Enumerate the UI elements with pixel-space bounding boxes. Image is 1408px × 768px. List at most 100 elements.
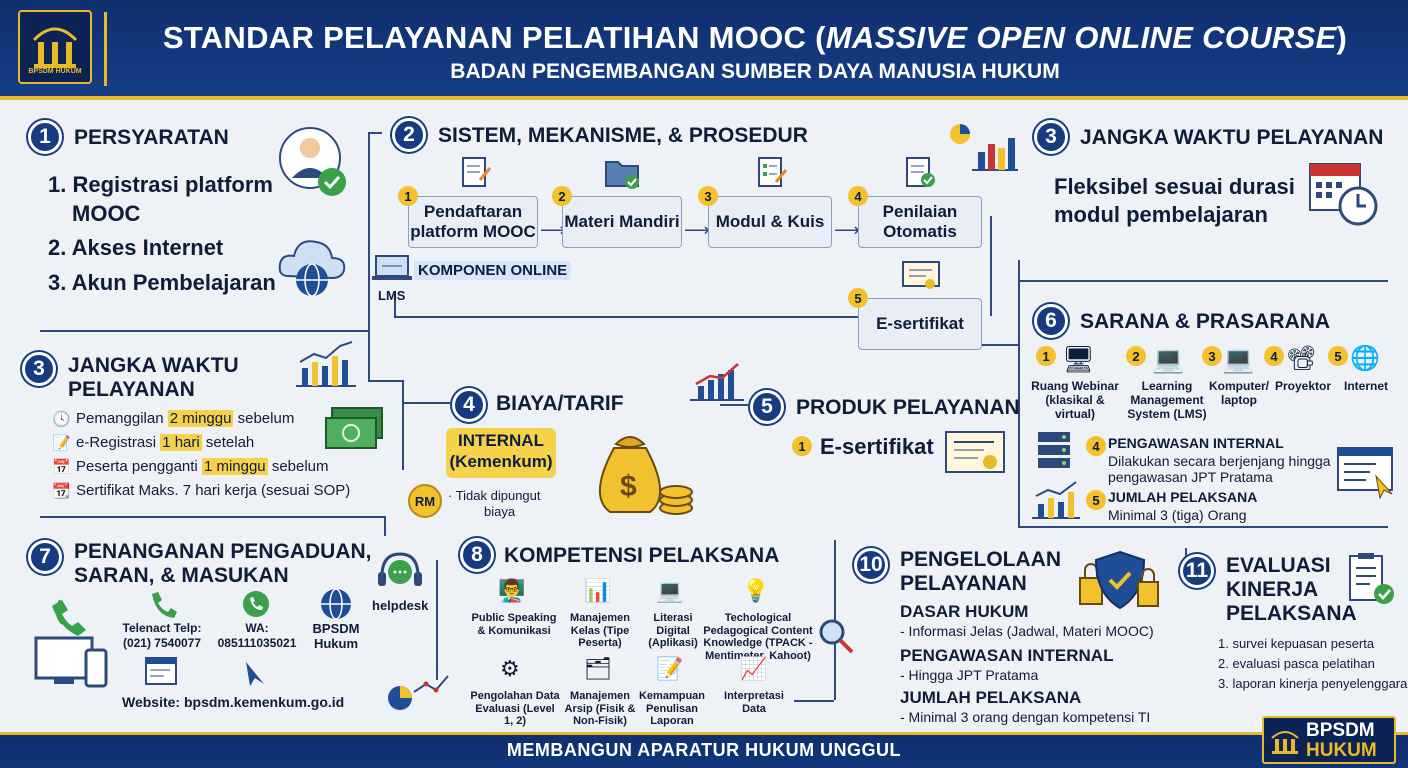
step-box: Materi Mandiri xyxy=(562,196,682,248)
section-5-badge: 5 xyxy=(750,390,784,424)
phone-icon xyxy=(152,592,177,618)
globe-icon xyxy=(321,588,351,620)
folder-check-icon xyxy=(605,161,639,189)
highlight: 1 minggu xyxy=(201,458,268,475)
section-10-title-line2: PELAYANAN xyxy=(900,572,1027,595)
lms-label: LMS xyxy=(378,288,406,303)
step-number: 5 xyxy=(848,288,868,308)
connector-line xyxy=(368,132,370,382)
section-11-title-line3: PELAKSANA xyxy=(1226,602,1357,625)
legal-basis-desc: - Informasi Jelas (Jadwal, Materi MOOC) xyxy=(900,623,1154,639)
helpdesk-label: helpdesk xyxy=(372,598,429,613)
projector-icon: 📽 xyxy=(1286,345,1317,372)
title-italic: MASSIVE OPEN ONLINE COURSE xyxy=(825,20,1337,55)
section-11-badge: 11 xyxy=(1180,554,1214,588)
globe-icon: 🌐 xyxy=(1350,345,1380,372)
pie-bar-chart-icon xyxy=(950,124,1018,171)
section-1-title: PERSYARATAN xyxy=(74,126,229,149)
speaker-icon: 👨‍🏫 xyxy=(498,578,526,603)
archive-icon: 🗂 xyxy=(584,656,612,681)
bpsdm-label: BPSDM xyxy=(312,621,360,636)
text: Peserta pengganti xyxy=(76,458,202,475)
facility-number: 3 xyxy=(1202,346,1222,366)
bar-arrow-chart-icon xyxy=(690,363,744,401)
whatsapp-icon xyxy=(243,591,269,617)
calendar-icon: 📅 xyxy=(52,459,71,476)
devices-phone-icon xyxy=(34,599,108,688)
digital-literacy-icon: 💻 xyxy=(656,578,684,603)
section-1-badge: 1 xyxy=(28,120,62,154)
svg-text:$: $ xyxy=(620,470,637,503)
competency-label: Kemampuan Penulisan Laporan xyxy=(638,690,706,728)
requirement-item: 2. Akses Internet xyxy=(48,235,224,260)
wa-label: WA: xyxy=(245,621,269,635)
footer-slogan: MEMBANGUN APARATUR HUKUM UNGGUL xyxy=(506,740,902,760)
page-subtitle: BADAN PENGEMBANGAN SUMBER DAYA MANUSIA H… xyxy=(450,60,1060,83)
section-11-title-line1: EVALUASI xyxy=(1226,554,1331,577)
highlight: 2 minggu xyxy=(167,410,234,427)
fee-note-line1: · Tidak dipungut xyxy=(448,488,541,503)
duration-text: Fleksibel sesuai durasi xyxy=(1054,174,1295,199)
laptop-icon: 💻 xyxy=(1222,344,1255,374)
arrow-right-icon: ⟶ xyxy=(834,220,860,240)
certificate-icon xyxy=(902,261,940,289)
text: sebelum xyxy=(233,410,295,427)
text: Pemanggilan xyxy=(76,410,168,427)
oversight-desc: - Hingga JPT Pratama xyxy=(900,667,1039,683)
section-8-title: KOMPETENSI PELAKSANA xyxy=(504,544,780,567)
text: setelah xyxy=(201,434,255,451)
quiz-document-icon xyxy=(758,157,788,187)
footer-logo-line1: BPSDM xyxy=(1306,720,1375,741)
fee-note-line2: biaya xyxy=(484,504,516,519)
classroom-icon: 📊 xyxy=(584,578,612,603)
connector-line xyxy=(40,516,385,518)
section-2-badge: 2 xyxy=(392,118,426,152)
competency-label: Manajemen Arsip (Fisik & Non-Fisik) xyxy=(564,690,636,728)
website-link[interactable]: Website: bpsdm.kemenkum.go.id xyxy=(122,694,345,710)
facility-number: 4 xyxy=(1264,346,1284,366)
duration-text: modul pembelajaran xyxy=(1054,202,1268,227)
step-label: Pendaftaran platform MOOC xyxy=(410,201,536,241)
connector-line xyxy=(394,294,396,316)
facility-label: Learning Management System (LMS) xyxy=(1127,379,1207,421)
laptop-lms-icon xyxy=(372,255,412,280)
arrow-right-icon: ⟶ xyxy=(684,220,710,240)
step-label: Materi Mandiri xyxy=(564,211,680,231)
executor-desc: - Minimal 3 orang dengan kompetensi TI xyxy=(900,709,1151,725)
section-4-badge: 4 xyxy=(452,388,486,422)
bpsdm-logo: BPSDM HUKUM xyxy=(18,10,92,84)
data-processing-icon: ⚙ xyxy=(500,656,520,681)
competency-label: Public Speaking & Komunikasi xyxy=(471,612,557,637)
executor-title: JUMLAH PELAKSANA xyxy=(900,688,1082,707)
lms-laptop-icon: 💻 xyxy=(1152,344,1185,374)
step-label: Modul & Kuis xyxy=(715,211,825,231)
section-7-title-line2: SARAN, & MASUKAN xyxy=(74,564,289,587)
step-number: 1 xyxy=(398,186,418,206)
section-2-title: SISTEM, MEKANISME, & PROSEDUR xyxy=(438,124,808,147)
cloud-internet-icon xyxy=(278,240,346,297)
evaluation-item: 3. laporan kinerja penyelenggara xyxy=(1218,676,1408,691)
section-3b-badge: 3 xyxy=(22,352,56,386)
footer-logo xyxy=(1262,716,1396,764)
clock-icon: 🕓 xyxy=(52,411,71,428)
oversight-desc: pengawasan JPT Pratama xyxy=(1108,469,1273,485)
connector-line xyxy=(436,560,438,680)
highlight: 1 hari xyxy=(160,434,202,451)
certificate-icon xyxy=(945,431,1005,473)
online-component-label: KOMPONEN ONLINE xyxy=(414,261,572,280)
report-writing-icon: 📝 xyxy=(656,656,684,681)
money-icon xyxy=(325,407,383,449)
section-5-title: PRODUK PELAYANAN xyxy=(796,396,1020,419)
section-3b-title-line1: JANGKA WAKTU xyxy=(68,354,239,377)
growth-chart-icon xyxy=(296,341,356,387)
connector-line xyxy=(368,132,382,134)
section-11-title-line2: KINERJA xyxy=(1226,578,1319,601)
pillars-icon xyxy=(32,27,78,68)
oversight-desc: Dilakukan secara berjenjang hingga xyxy=(1108,453,1331,469)
cursor-icon xyxy=(246,662,264,686)
connector-line xyxy=(1185,548,1187,558)
phone-label: Telenact Telp: xyxy=(122,621,202,635)
section-10-title-line1: PENGELOLAAN xyxy=(900,548,1062,571)
section-8-badge: 8 xyxy=(460,538,494,572)
step-box: Penilaian Otomatis xyxy=(858,196,982,248)
